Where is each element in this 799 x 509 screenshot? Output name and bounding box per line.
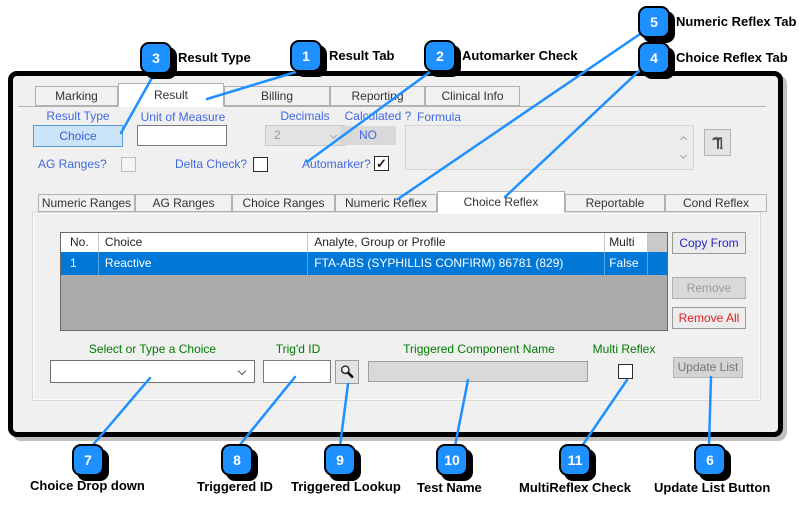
grid-header-no[interactable]: No. — [61, 233, 99, 252]
chevron-down-icon — [237, 366, 247, 376]
formula-label: Formula — [417, 110, 462, 124]
grid-cell-no: 1 — [61, 252, 99, 275]
result-type-label: Result Type — [46, 109, 110, 123]
callout-balloon-10: 10 — [436, 444, 468, 476]
callout-label-result-type: Result Type — [178, 50, 251, 65]
magnifier-icon — [340, 365, 354, 379]
multi-reflex-label: Multi Reflex — [592, 342, 656, 356]
callout-balloon-3: 3 — [140, 42, 172, 74]
callout-label-triggered-id: Triggered ID — [197, 479, 273, 494]
callout-balloon-6: 6 — [694, 444, 726, 476]
decimals-label: Decimals — [280, 109, 330, 123]
decimals-select[interactable]: 2 — [265, 125, 345, 146]
unit-of-measure-input[interactable] — [137, 125, 227, 146]
choice-combobox[interactable] — [50, 360, 255, 383]
callout-label-automarker-check: Automarker Check — [462, 48, 578, 63]
grid-cell-choice: Reactive — [99, 252, 309, 275]
unit-of-measure-label: Unit of Measure — [140, 110, 226, 124]
result-maintenance-window: Marking Result Billing Reporting Clinica… — [8, 71, 783, 437]
callout-label-test-name: Test Name — [417, 480, 482, 495]
callout-balloon-7: 7 — [72, 444, 104, 476]
select-choice-label: Select or Type a Choice — [88, 342, 217, 356]
tab-reporting[interactable]: Reporting — [330, 86, 425, 106]
choice-reflex-groupbox — [32, 212, 761, 401]
delta-check-checkbox[interactable] — [253, 157, 268, 172]
tab-numeric-reflex[interactable]: Numeric Reflex — [335, 194, 437, 212]
triggered-component-label: Triggered Component Name — [403, 342, 555, 356]
grid-header-filler — [648, 233, 668, 252]
ag-ranges-label: AG Ranges? — [38, 157, 107, 171]
result-type-value[interactable]: Choice — [33, 125, 123, 147]
automarker-checkbox[interactable]: ✓ — [374, 156, 389, 171]
update-list-button[interactable]: Update List — [673, 357, 743, 378]
copy-from-button[interactable]: Copy From — [672, 232, 746, 254]
callout-label-choice-reflex-tab: Choice Reflex Tab — [676, 50, 788, 65]
callout-label-result-tab: Result Tab — [329, 48, 395, 63]
ag-ranges-checkbox[interactable] — [121, 157, 136, 172]
calculated-value[interactable]: NO — [340, 126, 396, 145]
scroll-down-icon[interactable] — [679, 151, 688, 160]
grid-cell-multi: False — [605, 252, 649, 275]
callout-label-update-list-button: Update List Button — [654, 480, 771, 495]
triggered-component-input[interactable] — [368, 361, 588, 382]
trigd-id-label: Trig'd ID — [275, 342, 321, 356]
callout-label-triggered-lookup: Triggered Lookup — [291, 479, 401, 494]
tab-billing[interactable]: Billing — [224, 86, 330, 106]
callout-balloon-2: 2 — [424, 40, 456, 72]
decimals-value: 2 — [274, 128, 281, 142]
grid-header-row: No. Choice Analyte, Group or Profile Mul… — [61, 233, 668, 252]
callout-balloon-8: 8 — [221, 444, 253, 476]
callout-balloon-11: 11 — [559, 444, 591, 476]
grid-cell-analyte: FTA-ABS (SYPHILLIS CONFIRM) 86781 (829) — [308, 252, 606, 275]
tab-result[interactable]: Result — [118, 83, 224, 107]
callout-label-multireflex-check: MultiReflex Check — [519, 480, 631, 495]
remove-button[interactable]: Remove — [672, 277, 746, 299]
callout-balloon-1: 1 — [290, 40, 322, 72]
tab-numeric-ranges[interactable]: Numeric Ranges — [38, 194, 135, 212]
tab-marking[interactable]: Marking — [35, 86, 118, 106]
trigd-id-input[interactable] — [263, 360, 331, 383]
tab-cond-reflex[interactable]: Cond Reflex — [665, 194, 767, 212]
tab-clinical-info[interactable]: Clinical Info — [425, 86, 520, 106]
callout-label-choice-drop-down: Choice Drop down — [30, 478, 145, 493]
calculated-label: Calculated ? — [344, 109, 412, 123]
grid-header-choice[interactable]: Choice — [99, 233, 309, 252]
grid-cell-filler — [648, 252, 667, 275]
scroll-up-icon[interactable] — [679, 135, 688, 144]
delta-check-label: Delta Check? — [175, 157, 248, 171]
tools-hammer-icon — [712, 136, 722, 149]
chevron-down-icon — [329, 131, 338, 140]
tab-reportable[interactable]: Reportable — [565, 194, 665, 212]
formula-input[interactable] — [405, 125, 694, 170]
choice-reflex-grid: No. Choice Analyte, Group or Profile Mul… — [60, 232, 668, 331]
multi-reflex-checkbox[interactable] — [618, 364, 633, 379]
grid-header-analyte[interactable]: Analyte, Group or Profile — [308, 233, 606, 252]
tab-choice-reflex[interactable]: Choice Reflex — [437, 191, 565, 213]
formula-builder-button[interactable] — [704, 129, 731, 156]
triggered-lookup-button[interactable] — [335, 360, 359, 384]
callout-balloon-9: 9 — [324, 444, 356, 476]
callout-balloon-4: 4 — [638, 42, 670, 74]
callout-label-numeric-reflex-tab: Numeric Reflex Tab — [676, 14, 797, 29]
grid-row-selected[interactable]: 1 Reactive FTA-ABS (SYPHILLIS CONFIRM) 8… — [61, 252, 667, 275]
tab-choice-ranges[interactable]: Choice Ranges — [232, 194, 335, 212]
callout-balloon-5: 5 — [638, 6, 670, 38]
automarker-label: Automarker? — [302, 157, 371, 171]
remove-all-button[interactable]: Remove All — [672, 307, 746, 329]
tab-ag-ranges[interactable]: AG Ranges — [135, 194, 232, 212]
grid-header-multi[interactable]: Multi — [605, 233, 649, 252]
